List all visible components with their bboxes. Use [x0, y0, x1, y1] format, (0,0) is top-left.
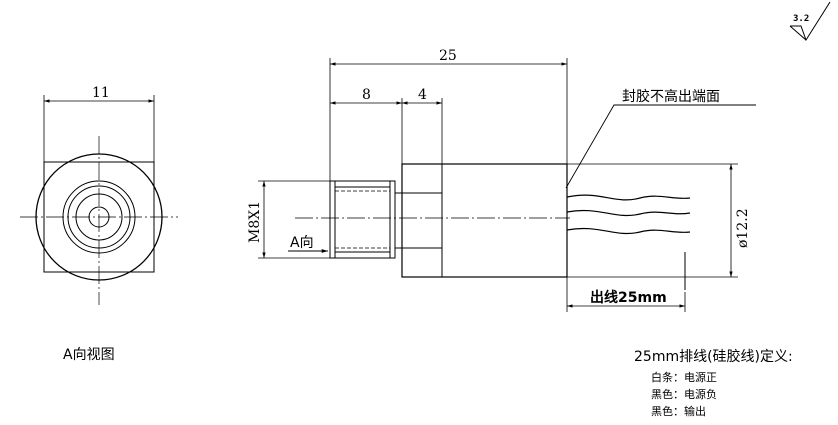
side-view — [258, 58, 756, 312]
legend-item: 白条：电源正 — [651, 370, 717, 384]
dim-cable-length: 出线25mm — [590, 289, 667, 306]
view-direction-label: A向 — [290, 235, 314, 251]
legend-title: 25mm排线(硅胶线)定义: — [634, 348, 793, 365]
legend-item: 黑色：输出 — [651, 404, 706, 418]
roughness-value: 3.2 — [793, 14, 809, 24]
dim-thread-spec: M8X1 — [247, 201, 263, 243]
dim-thread-length: 8 — [362, 87, 371, 103]
end-view — [20, 95, 178, 305]
dim-step-length: 4 — [418, 87, 427, 103]
seal-note: 封胶不高出端面 — [622, 88, 720, 105]
legend-item: 黑色：电源负 — [651, 387, 717, 401]
view-title: A向视图 — [63, 347, 115, 363]
wire-legend: 25mm排线(硅胶线)定义: 白条：电源正 黑色：电源负 黑色：输出 — [634, 348, 793, 418]
dim-diameter: ø12.2 — [735, 208, 751, 248]
dim-total-length: 25 — [439, 48, 457, 64]
roughness-symbol: 3.2 — [789, 1, 831, 42]
dim-width-11: 11 — [92, 85, 110, 101]
